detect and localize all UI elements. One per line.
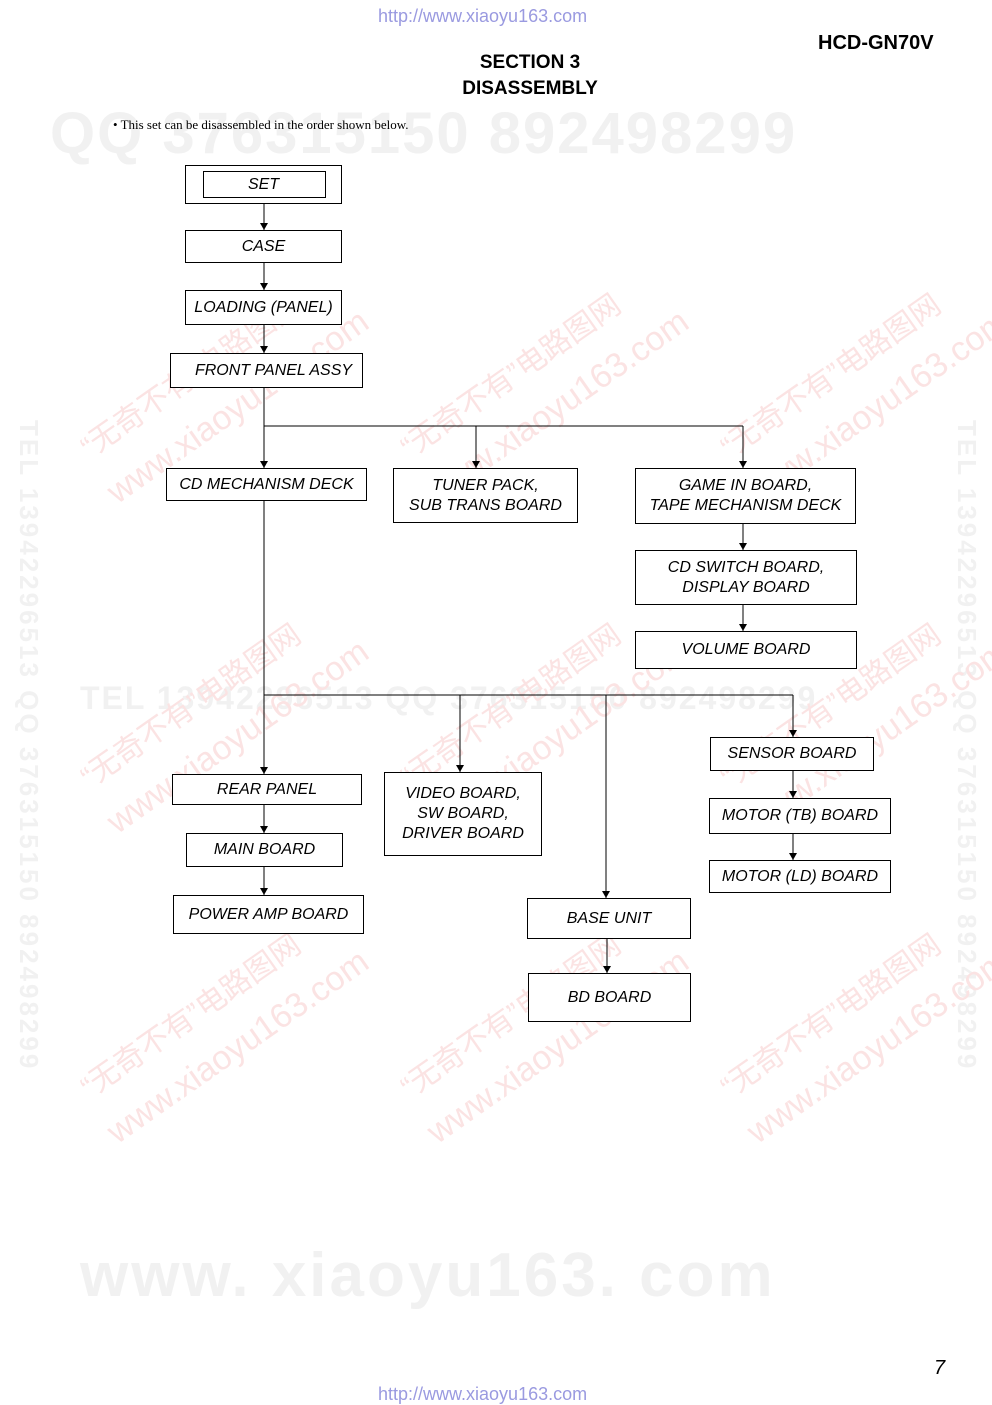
- box-motor-ld-board-label: MOTOR (LD) BOARD: [721, 867, 879, 885]
- box-front-panel-assy-label: FRONT PANEL ASSY: [194, 361, 353, 379]
- box-loading-panel: LOADING (PANEL): [185, 290, 342, 325]
- intro-note: • This set can be disassembled in the or…: [113, 117, 409, 132]
- page-number: 7: [934, 1357, 946, 1379]
- box-set: SET: [185, 165, 342, 204]
- box-tuner-pack-line1: TUNER PACK,: [432, 476, 539, 494]
- model-number: HCD-GN70V: [818, 32, 934, 54]
- box-bd-board-label: BD BOARD: [567, 988, 652, 1006]
- box-video-board: VIDEO BOARD, SW BOARD, DRIVER BOARD: [384, 772, 542, 856]
- watermark-qq: QQ 376315150 892498299: [50, 101, 798, 166]
- box-game-in-board: GAME IN BOARD, TAPE MECHANISM DECK: [635, 468, 856, 524]
- box-motor-ld-board: MOTOR (LD) BOARD: [709, 860, 891, 893]
- box-case-label: CASE: [241, 237, 286, 255]
- box-motor-tb-board-label: MOTOR (TB) BOARD: [721, 807, 879, 824]
- box-set-label: SET: [247, 175, 280, 193]
- box-game-in-board-line2: TAPE MECHANISM DECK: [649, 497, 842, 514]
- box-cd-mechanism-deck: CD MECHANISM DECK: [166, 468, 367, 501]
- bottom-url-link[interactable]: http://www.xiaoyu163.com: [378, 1384, 588, 1404]
- box-volume-board: VOLUME BOARD: [635, 631, 857, 669]
- box-main-board-label: MAIN BOARD: [213, 841, 316, 858]
- box-front-panel-assy: FRONT PANEL ASSY: [170, 353, 363, 388]
- section-number: SECTION 3: [479, 52, 581, 73]
- section-title: DISASSEMBLY: [462, 78, 598, 99]
- box-set-inner-frame: [203, 171, 326, 198]
- box-video-board-line3: DRIVER BOARD: [402, 825, 524, 842]
- box-rear-panel-label: REAR PANEL: [216, 780, 318, 798]
- box-cd-switch-board-line2: DISPLAY BOARD: [682, 578, 810, 596]
- box-loading-panel-label: LOADING (PANEL): [194, 298, 333, 316]
- box-volume-board-label: VOLUME BOARD: [681, 641, 811, 658]
- box-motor-tb-board: MOTOR (TB) BOARD: [709, 798, 891, 834]
- box-cd-switch-board-line1: CD SWITCH BOARD,: [667, 558, 825, 576]
- box-sensor-board-label: SENSOR BOARD: [727, 745, 857, 762]
- box-cd-switch-board: CD SWITCH BOARD, DISPLAY BOARD: [635, 550, 857, 605]
- box-sensor-board: SENSOR BOARD: [710, 737, 874, 771]
- box-base-unit-label: BASE UNIT: [566, 909, 652, 927]
- watermark-tel: TEL 13942296513 QQ 376315150 892498299: [80, 680, 818, 716]
- box-cd-mechanism-deck-label: CD MECHANISM DECK: [179, 475, 354, 493]
- box-power-amp-board-label: POWER AMP BOARD: [188, 905, 349, 923]
- box-video-board-line2: SW BOARD,: [417, 805, 509, 822]
- box-bd-board: BD BOARD: [528, 973, 691, 1022]
- box-tuner-pack-line2: SUB TRANS BOARD: [409, 496, 562, 514]
- top-url-link[interactable]: http://www.xiaoyu163.com: [378, 6, 588, 26]
- box-video-board-line1: VIDEO BOARD,: [405, 785, 521, 802]
- watermark-www: www. xiaoyu163. com: [80, 1241, 776, 1310]
- box-rear-panel: REAR PANEL: [172, 774, 362, 805]
- box-tuner-pack: TUNER PACK, SUB TRANS BOARD: [393, 468, 578, 523]
- box-power-amp-board: POWER AMP BOARD: [173, 895, 364, 934]
- box-main-board: MAIN BOARD: [186, 833, 343, 867]
- box-base-unit: BASE UNIT: [527, 898, 691, 939]
- box-game-in-board-line1: GAME IN BOARD,: [678, 477, 813, 494]
- section-heading: SECTION 3 DISASSEMBLY: [380, 50, 680, 102]
- box-case: CASE: [185, 230, 342, 263]
